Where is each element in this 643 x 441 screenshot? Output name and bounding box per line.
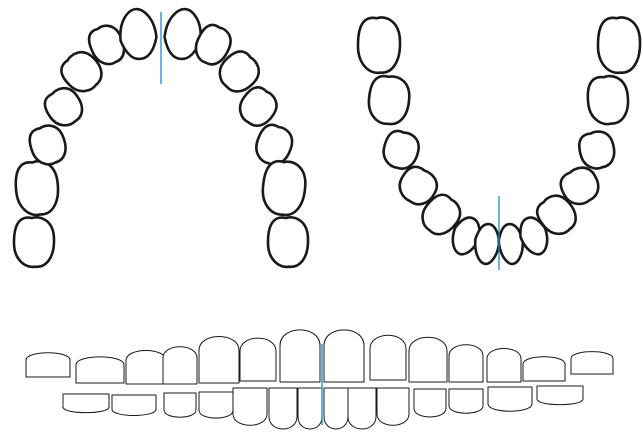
upper-tooth-14	[268, 217, 308, 267]
lower-tooth-3	[380, 128, 422, 172]
front-lower-tooth-2	[112, 395, 156, 415]
front-upper-tooth-11	[449, 345, 483, 382]
lower-tooth-14	[598, 17, 640, 72]
front-lower-tooth-13	[488, 387, 532, 411]
front-lower-tooth-3	[164, 393, 196, 417]
front-lower-tooth-6	[269, 388, 297, 429]
front-upper-tooth-14	[571, 352, 613, 374]
front-upper-tooth-13	[523, 357, 565, 381]
front-upper-tooth-7	[280, 330, 320, 382]
lower-tooth-1	[358, 17, 400, 72]
front-lower-tooth-14	[537, 386, 583, 405]
front-lower-tooth-8	[324, 388, 348, 429]
upper-tooth-2	[14, 160, 61, 217]
front-lower-tooth-11	[414, 389, 446, 417]
front-upper-tooth-8	[324, 330, 364, 382]
front-upper-tooth-5	[199, 336, 239, 383]
frontal-view-occlusion	[26, 330, 613, 429]
front-lower-tooth-4	[199, 392, 233, 418]
front-lower-tooth-5	[233, 388, 267, 425]
front-upper-tooth-6	[240, 338, 276, 381]
upper-tooth-1	[14, 217, 54, 267]
front-lower-tooth-9	[348, 388, 376, 429]
front-upper-tooth-10	[409, 337, 447, 382]
front-upper-tooth-3	[126, 350, 166, 384]
front-upper-tooth-9	[370, 335, 406, 380]
front-lower-tooth-7	[298, 388, 322, 429]
lower-tooth-12	[576, 128, 618, 172]
lower-tooth-2	[367, 75, 411, 126]
front-lower-tooth-1	[63, 394, 109, 413]
front-lower-tooth-12	[449, 389, 483, 413]
front-upper-tooth-12	[487, 348, 521, 382]
upper-tooth-13	[261, 160, 308, 217]
front-upper-tooth-4	[163, 347, 197, 384]
front-upper-tooth-1	[26, 353, 70, 377]
front-upper-tooth-2	[76, 357, 124, 383]
lower-tooth-13	[586, 75, 630, 126]
front-lower-tooth-10	[377, 388, 409, 425]
